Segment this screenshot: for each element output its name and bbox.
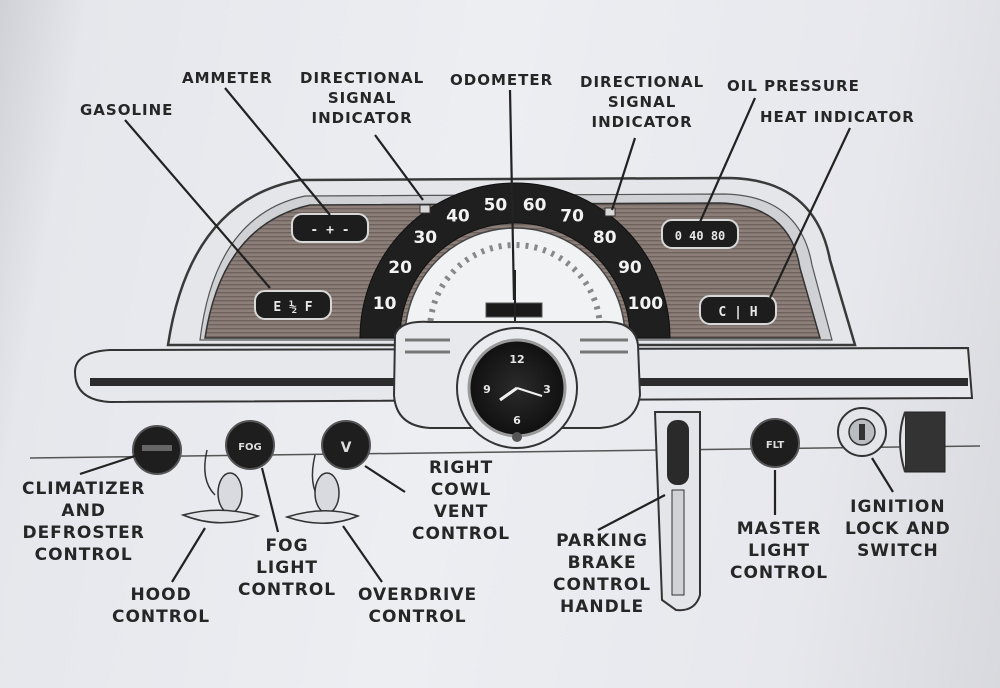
svg-text:- + -: - + - — [310, 223, 349, 238]
heat-indicator-gauge: C | H — [699, 295, 777, 325]
speedometer-tick-label: 70 — [560, 207, 584, 227]
label-ignition-lock-switch: IGNITION LOCK AND SWITCH — [845, 497, 951, 561]
parking-brake-handle — [653, 411, 701, 612]
label-fog-light-control: FOG LIGHT CONTROL — [238, 536, 337, 600]
clock-numeral: 3 — [543, 383, 551, 396]
ammeter-gauge: - + - — [291, 213, 369, 243]
svg-text:E ½ F: E ½ F — [273, 300, 312, 315]
right-signal-lamp — [604, 207, 616, 217]
speedometer-tick-label: 50 — [484, 195, 508, 215]
label-climatizer-control: CLIMATIZER AND DEFROSTER CONTROL — [22, 479, 146, 565]
label-odometer: ODOMETER — [450, 71, 554, 89]
fog-knob-label: FOG — [238, 442, 262, 453]
label-hood-control: HOOD CONTROL — [112, 585, 211, 627]
label-parking-brake-handle: PARKING BRAKE CONTROL HANDLE — [553, 531, 652, 617]
climatizer-knob — [132, 425, 182, 475]
speedometer-tick-label: 20 — [388, 258, 412, 278]
clock-numeral: 12 — [509, 353, 524, 366]
label-directional-signal-left: DIRECTIONAL SIGNAL INDICATOR — [300, 69, 425, 127]
label-ammeter: AMMETER — [182, 69, 273, 87]
speedometer-tick-label: 90 — [618, 258, 642, 278]
cowl-vent-knob: V — [321, 420, 371, 470]
speedometer-tick-label: 60 — [523, 195, 547, 215]
speedometer-tick-label: 100 — [628, 294, 664, 314]
svg-text:0 40 80: 0 40 80 — [675, 229, 726, 243]
label-directional-signal-right: DIRECTIONAL SIGNAL INDICATOR — [580, 73, 705, 131]
clock-pod: 12 3 6 9 — [392, 320, 642, 449]
clock-numeral: 9 — [483, 383, 491, 396]
speedometer-tick-label: 80 — [593, 228, 617, 248]
speedometer-tick-label: 10 — [373, 294, 397, 314]
label-right-cowl-vent-control: RIGHT COWL VENT CONTROL — [412, 458, 511, 544]
label-overdrive-control: OVERDRIVE CONTROL — [358, 585, 478, 627]
hood-control-handle — [180, 449, 261, 524]
label-heat-indicator: HEAT INDICATOR — [760, 108, 915, 126]
svg-text:C | H: C | H — [718, 305, 757, 320]
label-gasoline: GASOLINE — [80, 101, 174, 119]
clock-numeral: 6 — [513, 414, 521, 427]
fog-light-knob: FOG — [225, 420, 275, 470]
left-signal-lamp — [419, 204, 431, 214]
master-light-knob: FLT — [750, 418, 800, 468]
gasoline-gauge: E ½ F — [254, 290, 332, 320]
cowl-knob-label: V — [341, 440, 352, 456]
speedometer-tick-label: 40 — [446, 207, 470, 227]
ignition-lock — [837, 407, 946, 473]
oil-pressure-gauge: 0 40 80 — [661, 219, 739, 249]
overdrive-handle — [284, 454, 361, 524]
speedometer-tick-label: 30 — [413, 228, 437, 248]
label-oil-pressure: OIL PRESSURE — [727, 77, 860, 95]
label-master-light-control: MASTER LIGHT CONTROL — [730, 519, 829, 583]
master-knob-label: FLT — [766, 440, 785, 451]
leader-lines — [79, 87, 894, 583]
